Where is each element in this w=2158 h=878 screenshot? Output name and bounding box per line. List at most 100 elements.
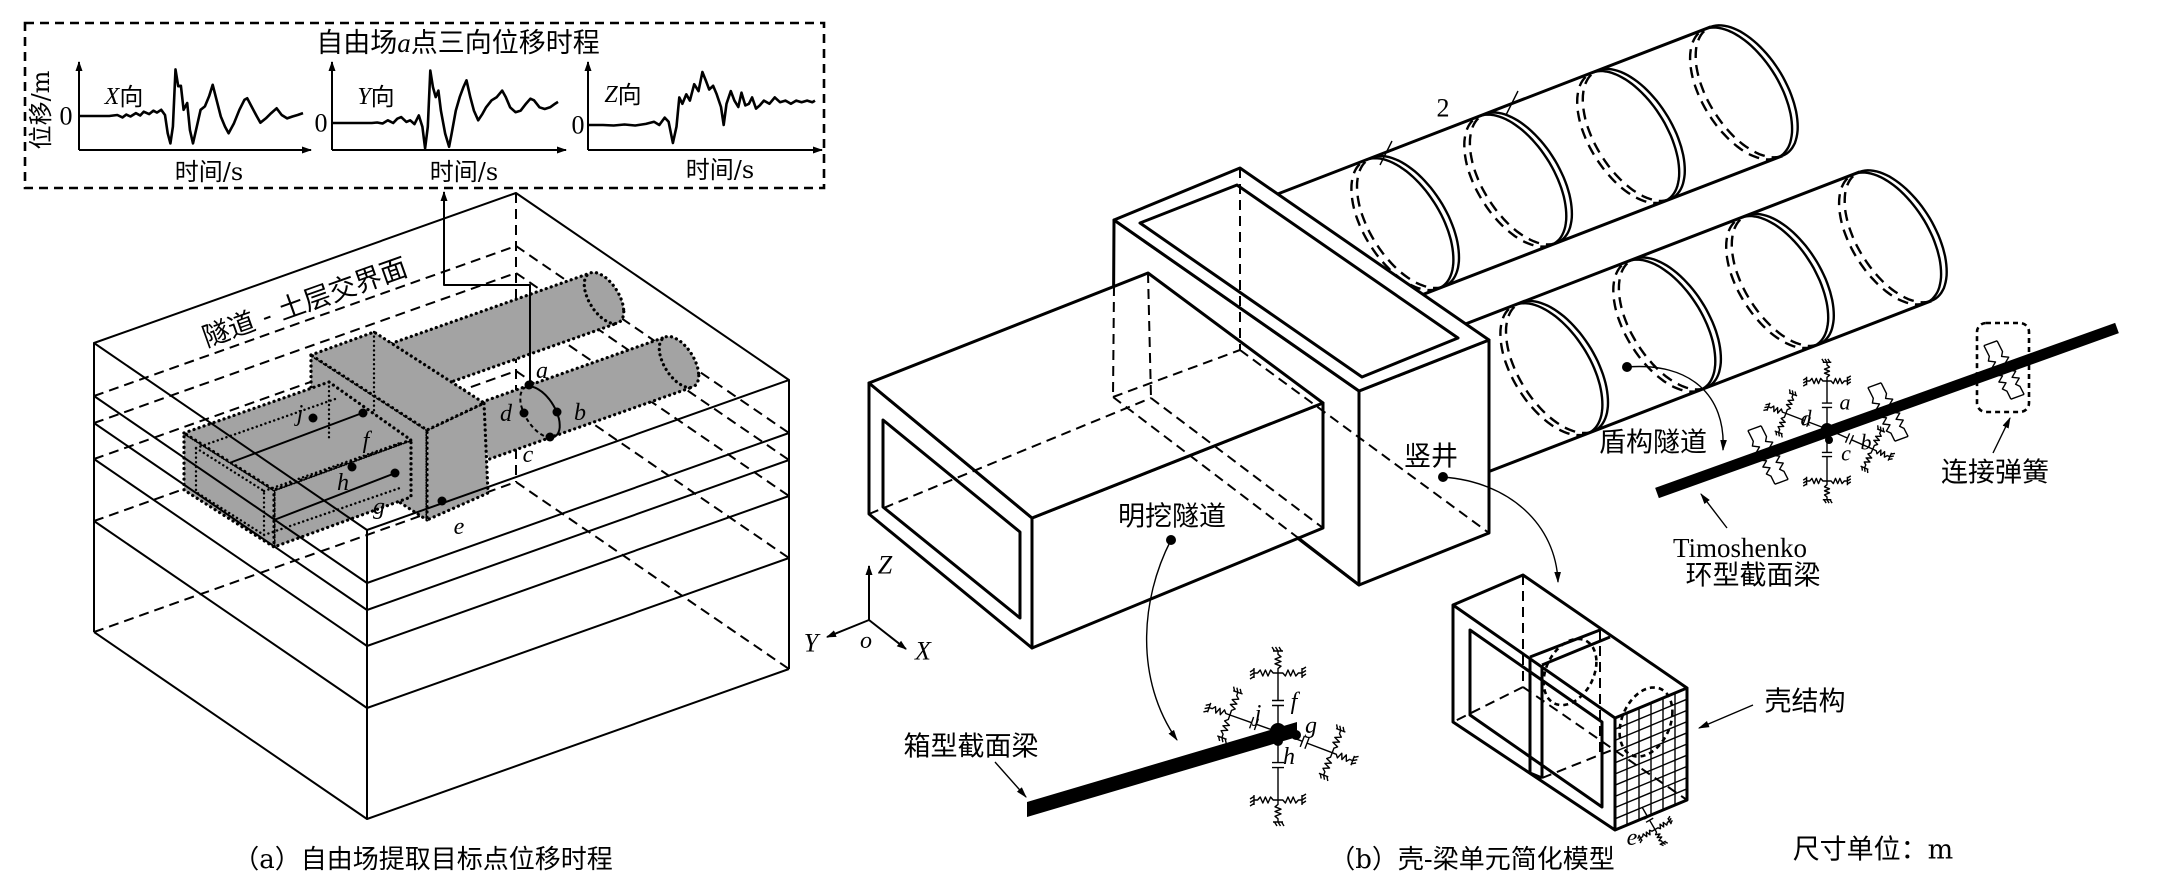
box-tunnel-top-face [867, 271, 1325, 520]
ring-visible-arc [1853, 171, 1943, 305]
inset-dashed-frame [23, 21, 826, 190]
ground-fixity-icon [1659, 840, 1669, 847]
ground-fixity-icon [1637, 834, 1643, 844]
ring-visible-arc [1704, 26, 1794, 160]
coordinate-axes: Z Y X o [804, 551, 932, 666]
shell-structure-arrow [1697, 704, 1754, 729]
hidden-edges [868, 168, 1490, 538]
shield-tunnel-lower [460, 334, 701, 461]
inset-title: 自由场a点三向位移时程 [316, 28, 600, 59]
ground-fixity-icon [1271, 646, 1283, 652]
segment-joint-ring [1837, 169, 1948, 306]
label-g: g [1305, 713, 1317, 739]
label-e: e [1627, 825, 1638, 851]
soil-layer-boundary [93, 422, 790, 611]
label-a: a [536, 358, 548, 384]
ground-fixity-icon [1822, 499, 1833, 504]
direction-suffix: 向 [371, 83, 395, 111]
ring-hidden-arc [1725, 216, 1814, 350]
target-points: a b c d e f g h j [294, 358, 586, 540]
ring-hidden-arc [1576, 71, 1665, 205]
ring-visible-arc [1515, 301, 1604, 435]
ground-fixity-icon [1301, 666, 1307, 678]
spring-icon [1777, 413, 1787, 433]
ring-hidden-arc [1355, 156, 1445, 290]
label-c: c [1841, 441, 1851, 466]
shell-hidden-edges [1452, 575, 1688, 801]
connection-spring-block [1983, 340, 2025, 400]
spring-icon [1208, 706, 1231, 716]
spring-icon [1872, 448, 1891, 458]
shell-end-opening [1468, 628, 1604, 809]
segment-joint-ring [1463, 111, 1574, 248]
spring-icon [1785, 394, 1795, 414]
ring-visible-arc [1597, 67, 1687, 201]
direction-label: Z向 [604, 81, 641, 109]
soil-layer-boundary [93, 458, 790, 647]
point-e [437, 496, 447, 506]
open-cut-box-tunnel [180, 380, 415, 550]
tunnel-structures [180, 270, 701, 550]
spring-icon [1331, 752, 1353, 762]
ground-fixity-icon [1216, 735, 1227, 744]
spring-icon [1322, 752, 1333, 776]
shell-outer-edges [1451, 605, 1689, 832]
y-axis-arrow [826, 619, 870, 638]
spring-icon [1872, 430, 1882, 450]
ring-beam-arrow [1700, 493, 1728, 529]
segment-joint-ring [1576, 67, 1687, 205]
box-tunnel-inner-edges [194, 380, 402, 538]
shield-tunnel-lower [1396, 169, 1948, 481]
box-tunnel-top-face [180, 380, 415, 492]
box-tunnel-opening [881, 418, 1022, 620]
node-h [1273, 736, 1283, 746]
spring-icon [1274, 800, 1282, 822]
direction-label: Y向 [357, 83, 394, 111]
ring-hidden-arc [1499, 303, 1588, 437]
segment-dimension: 2 [1379, 90, 1519, 166]
spring-icon [1278, 796, 1302, 804]
shield-tunnel-lower-body [462, 336, 699, 459]
label-j: j [294, 401, 304, 427]
label-c: c [523, 442, 534, 468]
ring-visible-arc [1592, 69, 1681, 203]
caption-b: （b）壳-梁单元简化模型 [1329, 845, 1614, 875]
dashpot-icon [1844, 433, 1855, 445]
spring-icon [1880, 382, 1909, 437]
spring-icon [1983, 345, 2012, 400]
connection-spring-block [1747, 425, 1789, 485]
open-cut-tunnel-shell [867, 271, 1325, 650]
zero-label: 0 [60, 102, 73, 131]
spring-icon [1278, 669, 1302, 677]
plot-x-direction: 0 X向 时间/s [60, 61, 312, 186]
spring-icon [1654, 820, 1670, 831]
connection-spring-arrow [1992, 416, 2011, 454]
point-b [552, 407, 562, 417]
partition-tunnel-opening [1542, 637, 1598, 707]
ground-fixity-icon [1350, 755, 1359, 766]
zero-label: 0 [315, 109, 328, 138]
open-cut-tunnel-label: 明挖隧道 [1118, 502, 1226, 533]
spring-icon [1654, 829, 1664, 844]
soil-layer-boundary [93, 520, 790, 709]
shield-tunnel-label: 盾构隧道 [1599, 428, 1707, 459]
y-axis-label: 位移/m [27, 70, 55, 149]
shield-tunnel-arrow [1626, 365, 1727, 452]
label-a: a [1840, 390, 1851, 415]
ring-hidden-arc [1581, 69, 1670, 203]
spring-icon [1768, 405, 1787, 415]
ring-hidden-arc [1837, 172, 1927, 306]
ground-fixity-icon [1335, 724, 1346, 733]
waveforms [79, 68, 816, 150]
soil-spring-node-shell [1637, 806, 1673, 847]
time-axis-label: 时间/s [175, 158, 243, 186]
dashpot-icon [1821, 402, 1833, 409]
ground-fixity-icon [1846, 475, 1852, 486]
shaft-top-opening [1138, 183, 1460, 379]
shaft-top-face [1112, 166, 1491, 393]
shell-structure-model: e [1451, 573, 1689, 851]
time-history-inset: 自由场a点三向位移时程 位移/m 0 X向 时间/s 0 Y向 时间/s 0 Z [23, 21, 826, 190]
label-h: h [1283, 744, 1295, 770]
shield-tunnel-lower-outline [460, 335, 695, 461]
box-beam-label: 箱型截面梁 [904, 732, 1039, 763]
